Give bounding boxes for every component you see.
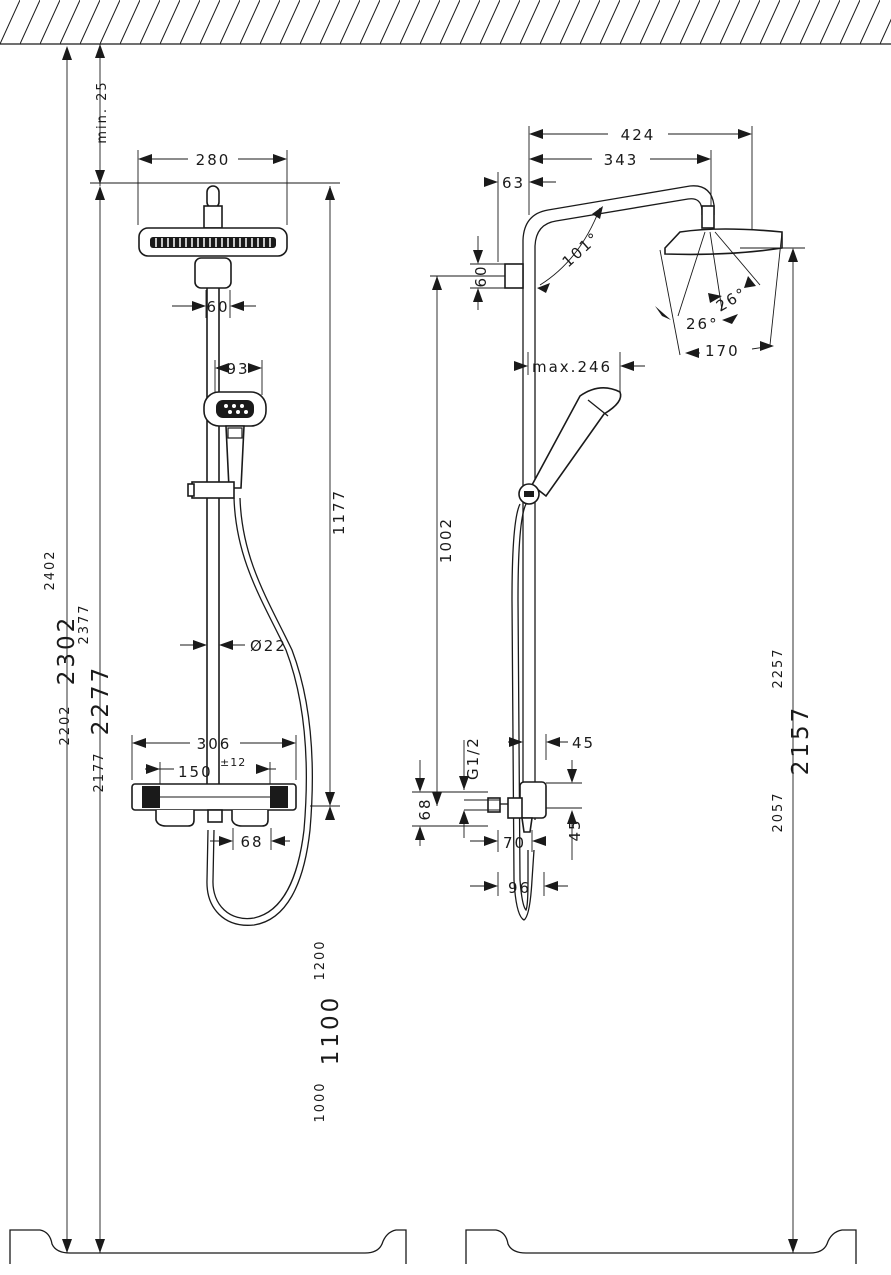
dim-valve-offset: 45	[546, 760, 584, 860]
dim-rail-diameter: Ø22	[180, 637, 287, 655]
hose-side	[511, 503, 535, 921]
label-connection-spacing: 150	[178, 763, 213, 781]
label-mount-height-nominal: 1100	[318, 995, 344, 1066]
dim-total-height: 2202 2302 2402	[43, 46, 80, 1253]
dim-thermostat-width: 306	[131, 735, 297, 780]
label-head-width: 280	[196, 151, 231, 169]
shower-arm-side	[522, 185, 783, 820]
label-wall-offset: 63	[502, 174, 525, 192]
dim-wall-distance: 45	[508, 734, 595, 760]
dim-valve-height: 68	[412, 760, 500, 846]
label-thread: G1/2	[464, 736, 482, 780]
dim-outlet-width: 68	[210, 828, 290, 851]
label-wall-distance: 45	[572, 734, 595, 752]
dim-head-floor-height: 2057 2157 2257	[740, 247, 814, 1253]
label-rail-height: 1177	[330, 489, 348, 535]
label-valve-height: 68	[416, 797, 434, 820]
label-thermostat-width: 306	[197, 735, 232, 753]
thermostat-front	[131, 783, 297, 827]
label-hand-shower-reach: max.246	[532, 358, 612, 376]
label-arm-width: 60	[206, 298, 229, 316]
label-hand-shower-width: 93	[226, 360, 249, 378]
label-projection-total: 424	[621, 126, 656, 144]
ceiling	[0, 0, 891, 45]
label-valve-offset: 45	[566, 818, 584, 841]
dim-projection-arm: 343	[529, 150, 712, 215]
dim-ceiling-gap: min. 25	[90, 44, 340, 186]
label-outlet-width: 68	[240, 833, 263, 851]
thermostat-side	[487, 781, 547, 833]
floor-left	[9, 1229, 407, 1264]
label-head-floor-high: 2257	[771, 647, 786, 688]
dim-mount-height: 1000 1100 1200	[313, 806, 344, 1123]
dim-rail-height: 1177	[310, 186, 348, 807]
label-valve-total-depth: 96	[508, 879, 531, 897]
label-total-height-nominal: 2302	[54, 615, 80, 686]
dim-head-height: 2177 2277 2377	[77, 186, 114, 1253]
overhead-shower-front	[138, 185, 288, 289]
label-head-height-low: 2177	[92, 751, 107, 792]
label-projection-arm: 343	[604, 151, 639, 169]
label-mount-height-low: 1000	[313, 1081, 328, 1122]
dim-connection-spacing: 150 ±12	[145, 756, 276, 790]
riser-rail-front	[206, 288, 220, 785]
dim-bracket-height: 60	[470, 236, 524, 310]
label-spray-angle-left: 26°	[686, 315, 719, 333]
label-head-height-high: 2377	[77, 603, 92, 644]
dim-arm-width: 60	[172, 290, 256, 318]
label-valve-depth: 70	[503, 834, 526, 852]
floor-right	[465, 1229, 857, 1264]
dim-hand-shower-reach: max.246	[514, 352, 645, 392]
dim-head-depth: 170	[685, 341, 774, 360]
label-head-height-nominal: 2277	[88, 665, 114, 736]
dim-projection-total: 424	[528, 126, 753, 230]
label-ceiling-gap: min. 25	[95, 80, 110, 143]
label-arm-angle: 101°	[559, 228, 604, 271]
dim-rail-to-bracket: 1002	[430, 275, 505, 806]
label-rail-to-bracket: 1002	[437, 517, 455, 563]
dim-wall-offset: 63	[484, 172, 556, 262]
label-mount-height-high: 1200	[313, 939, 328, 980]
dim-head-width: 280	[137, 150, 288, 225]
hose-front	[206, 497, 314, 926]
label-total-height-high: 2402	[43, 549, 58, 590]
label-head-floor-nominal: 2157	[788, 705, 814, 776]
label-rail-diameter: Ø22	[250, 637, 287, 655]
label-connection-tolerance: ±12	[220, 756, 246, 769]
hand-shower-front	[187, 391, 267, 499]
label-head-floor-low: 2057	[771, 791, 786, 832]
label-total-height-low: 2202	[58, 704, 73, 745]
dim-valve-total-depth: 96	[470, 872, 568, 897]
label-head-depth: 170	[705, 342, 740, 360]
dim-hand-shower-width: 93	[214, 360, 263, 395]
dim-valve-depth: 70	[470, 830, 546, 852]
dim-thread: G1/2	[459, 736, 482, 790]
hand-shower-side	[518, 387, 622, 505]
